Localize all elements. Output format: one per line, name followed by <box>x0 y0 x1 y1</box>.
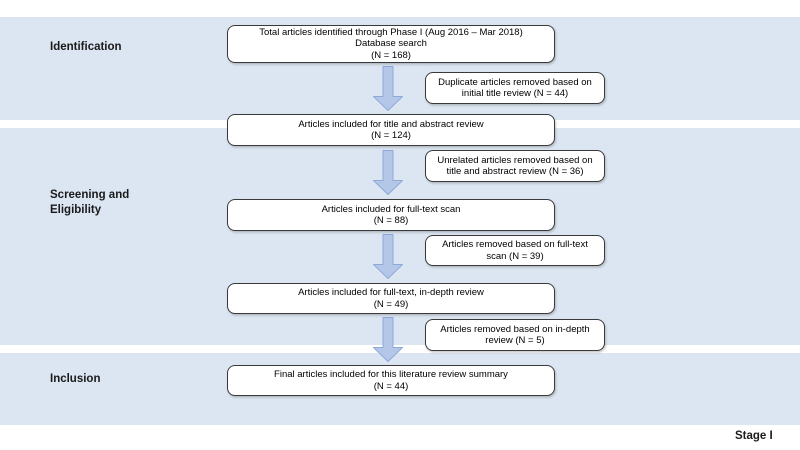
down-arrow-icon <box>373 66 403 111</box>
flow-box-unrelated-removed: Unrelated articles removed based on titl… <box>425 150 605 182</box>
flow-box-line: Duplicate articles removed based on init… <box>438 76 592 100</box>
flow-box-in-depth-removed: Articles removed based on in-depth revie… <box>425 319 605 351</box>
flow-box-count: (N = 124) <box>371 130 411 141</box>
flow-box-line: Articles included for full-text, in-dept… <box>298 287 484 298</box>
down-arrow-icon <box>373 150 403 195</box>
flow-box-line: Unrelated articles removed based on titl… <box>437 154 593 178</box>
flow-box-duplicates-removed: Duplicate articles removed based on init… <box>425 72 605 104</box>
flow-box-line: Articles removed based on full-text scan… <box>442 239 588 262</box>
lane-label-inclusion: Inclusion <box>50 373 101 385</box>
down-arrow-icon <box>373 317 403 362</box>
stage-label: Stage I <box>735 430 773 442</box>
flow-box-full-text-scan: Articles included for full-text scan (N … <box>227 199 555 231</box>
lane-label-identification: Identification <box>50 41 122 53</box>
flow-box-line: Articles included for title and abstract… <box>298 118 484 130</box>
flow-box-count: (N = 88) <box>373 215 409 226</box>
flow-box-full-text-removed: Articles removed based on full-text scan… <box>425 235 605 266</box>
flow-box-count: (N = 44) <box>373 380 409 392</box>
flow-box-line: Articles removed based on in-depth revie… <box>440 323 590 347</box>
flow-box-count: (N = 49) <box>373 298 409 310</box>
flow-box-final-articles: Final articles included for this literat… <box>227 365 555 396</box>
lane-label-screening-eligibility: Screening and Eligibility <box>50 189 130 216</box>
flow-box-in-depth-review: Articles included for full-text, in-dept… <box>227 283 555 314</box>
flow-box-count: (N = 168) <box>371 49 411 61</box>
flow-box-total-identified: Total articles identified through Phase … <box>227 25 555 63</box>
flow-box-line: Total articles identified through Phase … <box>259 26 523 38</box>
flow-box-line: Database search <box>355 38 427 50</box>
flow-box-line: Final articles included for this literat… <box>274 369 508 380</box>
down-arrow-icon <box>373 234 403 279</box>
flow-box-line: Articles included for full-text scan <box>321 203 461 215</box>
flow-box-title-abstract-review: Articles included for title and abstract… <box>227 114 555 146</box>
